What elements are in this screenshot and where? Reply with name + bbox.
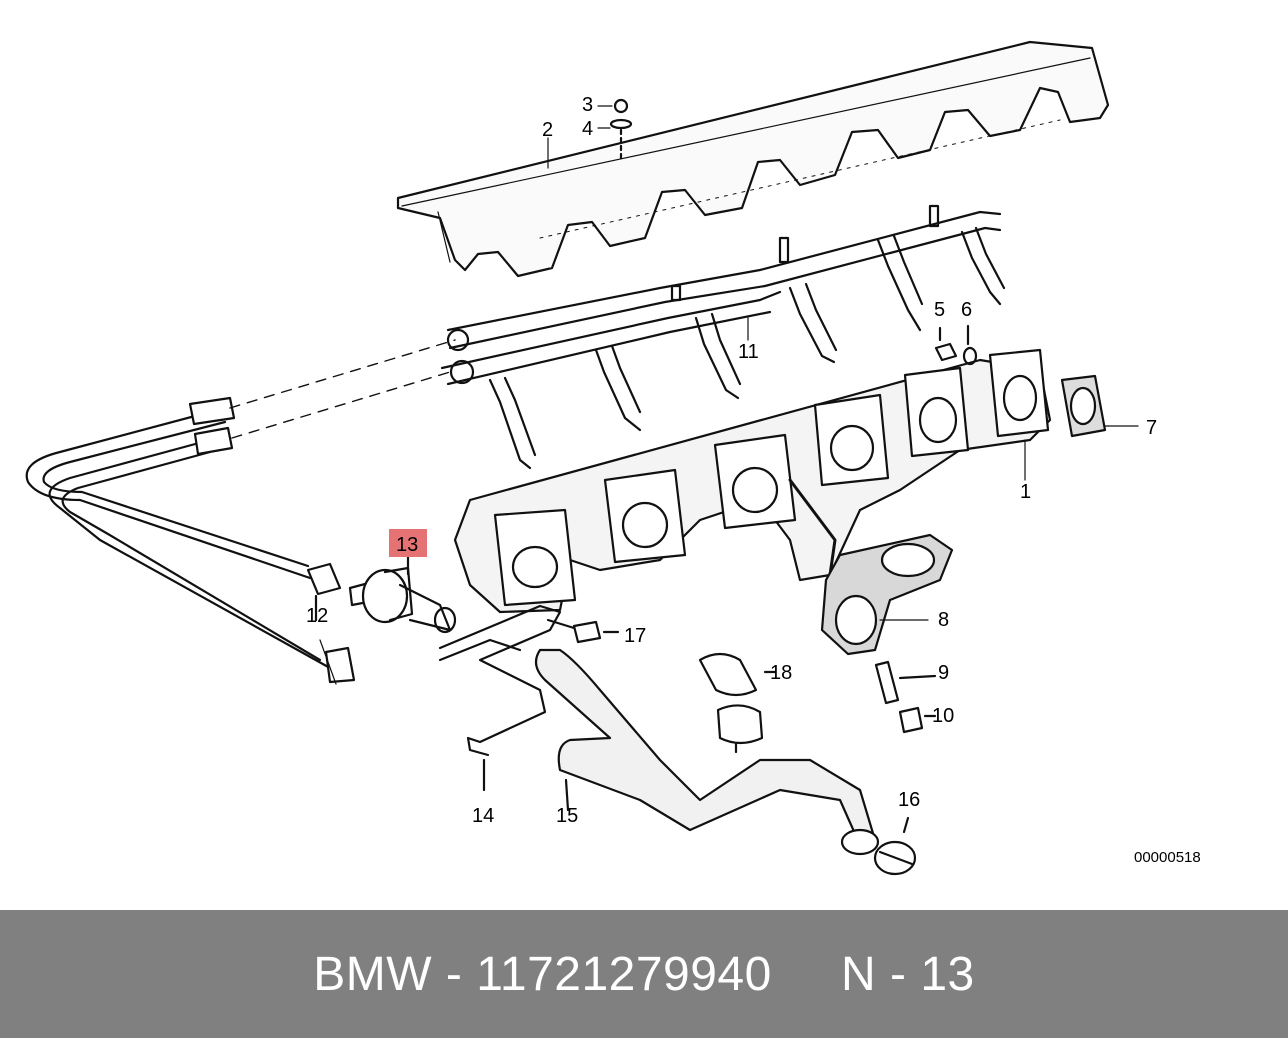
separator-2: - — [890, 947, 907, 1001]
part-label-17: 17 — [624, 625, 646, 647]
part-label-4: 4 — [582, 118, 593, 140]
part-label-12: 12 — [306, 605, 328, 627]
check-valve-part — [348, 554, 457, 634]
hose-clamp-part — [873, 816, 917, 876]
part-label-14: 14 — [472, 805, 494, 827]
part-info-banner: BMW - 11721279940 N - 13 — [0, 910, 1288, 1038]
gasket-part — [1060, 374, 1107, 438]
part-label-8: 8 — [938, 609, 949, 631]
flange-gasket-part — [820, 533, 954, 656]
part-label-11: 11 — [738, 341, 759, 363]
heat-shield-part — [396, 40, 1110, 278]
part-label-3: 3 — [582, 94, 593, 116]
part-label-1: 1 — [1020, 481, 1031, 503]
part-label-5: 5 — [934, 299, 945, 321]
highlight-box — [389, 529, 427, 557]
pipe-assembly-part — [25, 339, 456, 685]
bracket-part — [438, 604, 562, 792]
nut-washer-parts — [934, 324, 978, 366]
part-label-2: 2 — [542, 119, 553, 141]
brand-name: BMW — [313, 947, 433, 1001]
part-label-18: 18 — [770, 662, 792, 684]
diagram-reference-number: 00000518 — [1134, 849, 1201, 866]
part-label-13: 13 — [396, 534, 418, 556]
position-label: N — [841, 947, 877, 1001]
part-info-text: BMW - 11721279940 N - 13 — [313, 947, 975, 1002]
part-number: 11721279940 — [476, 947, 772, 1001]
fuel-rail-part — [440, 204, 1006, 470]
part-label-16: 16 — [898, 789, 920, 811]
stud-nut-parts — [874, 660, 937, 734]
part-label-7: 7 — [1146, 417, 1157, 439]
clip-parts — [698, 652, 777, 754]
separator: - — [445, 947, 463, 1001]
part-label-15: 15 — [556, 805, 578, 827]
position-number: 13 — [920, 947, 975, 1001]
bolt-washer-parts — [609, 98, 633, 160]
bolt-part — [546, 618, 620, 644]
parts-diagram: 1 2 3 4 5 6 7 8 9 10 11 12 13 14 15 16 1… — [25, 40, 1201, 876]
part-label-9: 9 — [938, 662, 949, 684]
part-label-10: 10 — [932, 705, 954, 727]
part-label-6: 6 — [961, 299, 972, 321]
exhaust-manifold-part — [453, 348, 1052, 614]
hose-part — [534, 648, 880, 856]
